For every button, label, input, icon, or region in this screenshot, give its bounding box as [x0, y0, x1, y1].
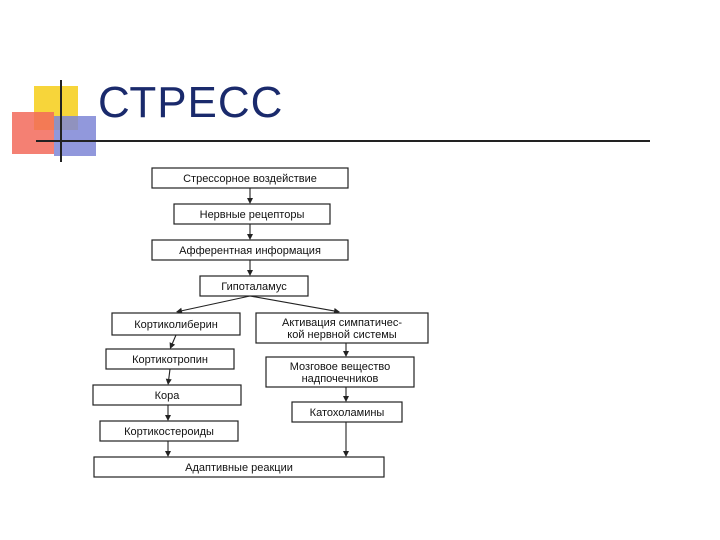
arrow-afferent-to-hypothalamus	[247, 260, 253, 276]
node-label: Адаптивные реакции	[185, 462, 293, 474]
arrow-catecholamines-to-adaptive	[343, 422, 349, 457]
node-label: Кортикотропин	[132, 354, 208, 366]
node-label: Катохоламины	[310, 407, 385, 419]
node-label: Стрессорное воздействие	[183, 173, 317, 185]
decor-red-square	[12, 112, 54, 154]
arrow-stressor-to-receptors	[247, 188, 253, 204]
arrow-receptors-to-afferent	[247, 224, 253, 240]
node-cortex: Кора	[92, 384, 242, 406]
decor-vertical-line	[60, 80, 62, 162]
node-adaptive: Адаптивные реакции	[93, 456, 385, 478]
node-label: Гипоталамус	[221, 281, 287, 293]
decor-horizontal-line	[36, 140, 650, 142]
node-label: Кортикостероиды	[124, 426, 214, 438]
node-label: надпочечников	[302, 373, 379, 385]
node-label: Кортиколиберин	[134, 319, 218, 331]
node-label: Мозговое вещество	[290, 361, 390, 373]
node-label: Кора	[155, 390, 181, 402]
node-label: Афферентная информация	[179, 245, 321, 257]
arrow-medulla-to-catecholamines	[343, 387, 349, 402]
arrow-sympathetic-to-medulla	[343, 343, 349, 357]
node-catecholamines: Катохоламины	[291, 401, 403, 423]
slide-title: СТРЕСС	[98, 78, 284, 127]
node-hypothalamus: Гипоталамус	[199, 275, 309, 297]
node-corticotropin: Кортикотропин	[105, 348, 235, 370]
arrow-corticosteroids-to-adaptive	[165, 441, 171, 457]
arrow-hypothalamus-to-sympathetic	[249, 295, 340, 314]
node-sympathetic: Активация симпатичес-кой нервной системы	[255, 312, 429, 344]
node-afferent: Афферентная информация	[151, 239, 349, 261]
arrow-cortex-to-corticosteroids	[165, 405, 171, 421]
node-label: Активация симпатичес-	[282, 317, 402, 329]
node-corticosteroids: Кортикостероиды	[99, 420, 239, 442]
node-label: кой нервной системы	[287, 329, 397, 341]
arrow-corticoliberin-to-corticotropin	[169, 334, 177, 349]
arrow-hypothalamus-to-corticoliberin	[176, 295, 251, 314]
node-corticoliberin: Кортиколиберин	[111, 312, 241, 336]
node-stressor: Стрессорное воздействие	[151, 167, 349, 189]
node-label: Нервные рецепторы	[200, 209, 305, 221]
node-receptors: Нервные рецепторы	[173, 203, 331, 225]
arrow-corticotropin-to-cortex	[165, 368, 172, 385]
